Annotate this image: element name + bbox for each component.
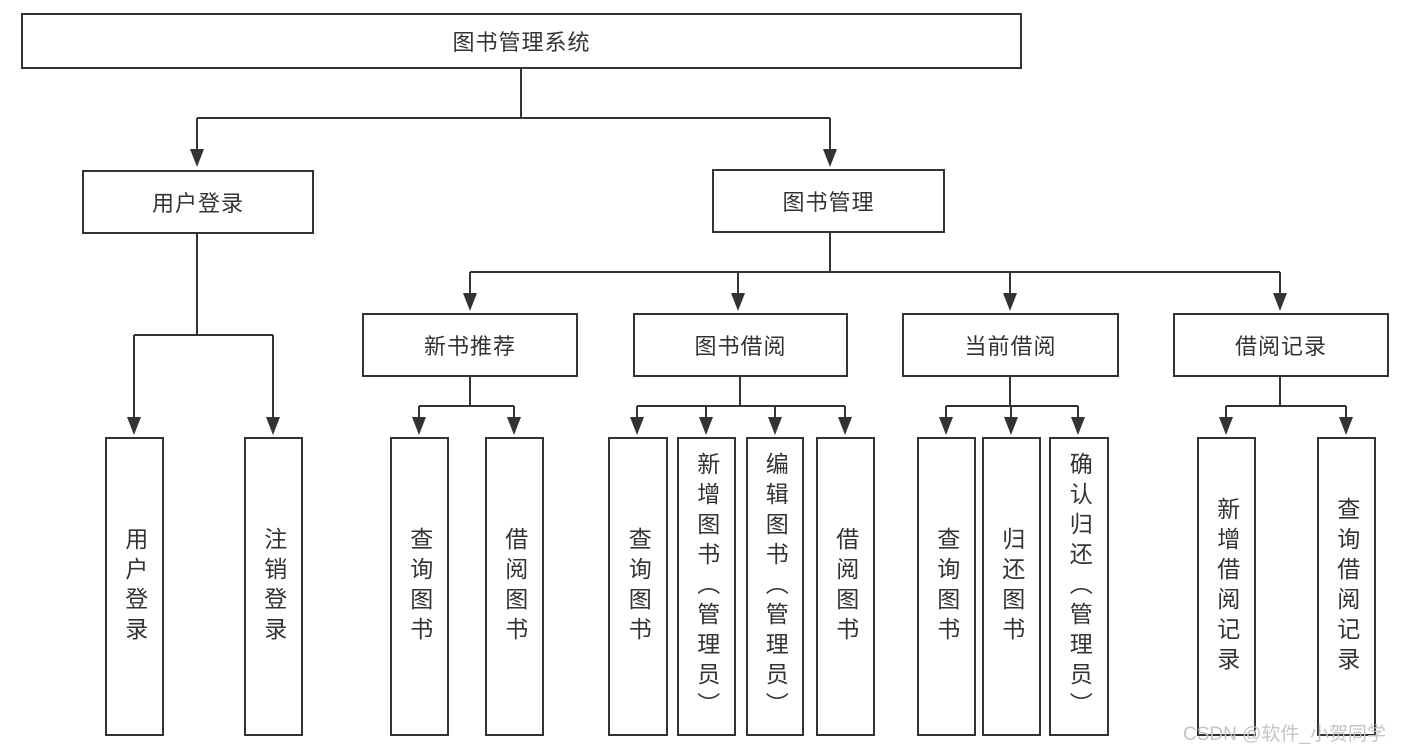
leaf-logout: 注销登录 xyxy=(244,437,303,736)
leaf-add-borrow-record: 新增借阅记录 xyxy=(1197,437,1256,736)
node-label: 新书推荐 xyxy=(423,334,516,359)
leaf-query-books-current: 查询图书 xyxy=(917,437,976,736)
node-label: 借阅图书 xyxy=(832,526,859,647)
leaf-user-login: 用户登录 xyxy=(105,437,164,736)
node-label: 当前借阅 xyxy=(964,334,1057,359)
leaf-query-books-recommend: 查询图书 xyxy=(390,437,449,736)
connector-paths xyxy=(133,68,1347,418)
node-book-borrow: 图书借阅 xyxy=(633,313,848,377)
leaf-query-borrow-record: 查询借阅记录 xyxy=(1317,437,1376,736)
node-label: 归还图书 xyxy=(998,526,1025,647)
leaf-edit-book-admin: 编辑图书（管理员） xyxy=(746,437,804,736)
node-label: 注销登录 xyxy=(260,526,287,647)
node-label: 借阅图书 xyxy=(501,526,528,647)
node-user-login: 用户登录 xyxy=(82,170,314,234)
node-label: 查询图书 xyxy=(625,526,652,647)
leaf-borrow-books: 借阅图书 xyxy=(816,437,875,736)
leaf-borrow-books-recommend: 借阅图书 xyxy=(485,437,544,736)
node-book-management: 图书管理 xyxy=(712,169,945,233)
node-label: 编辑图书（管理员） xyxy=(762,451,789,722)
node-label: 图书借阅 xyxy=(694,334,787,359)
node-borrow-records: 借阅记录 xyxy=(1173,313,1389,377)
node-label: 确认归还（管理员） xyxy=(1066,451,1093,722)
arrowheads xyxy=(127,149,1353,435)
leaf-confirm-return-admin: 确认归还（管理员） xyxy=(1049,437,1109,736)
leaf-query-books-borrow: 查询图书 xyxy=(608,437,668,736)
node-new-book-recommend: 新书推荐 xyxy=(362,313,578,377)
node-label: 图书管理 xyxy=(782,190,875,215)
node-label: 查询图书 xyxy=(406,526,433,647)
csdn-watermark: CSDN @软件_小贺同学 xyxy=(1183,724,1386,745)
node-current-borrow: 当前借阅 xyxy=(902,313,1119,377)
node-label: 新增借阅记录 xyxy=(1213,496,1240,677)
node-label: 用户登录 xyxy=(151,191,244,216)
leaf-add-book-admin: 新增图书（管理员） xyxy=(677,437,736,736)
node-label: 新增图书（管理员） xyxy=(693,451,720,722)
node-root: 图书管理系统 xyxy=(21,13,1022,69)
node-label: 用户登录 xyxy=(121,526,148,647)
node-label: 图书管理系统 xyxy=(452,30,591,55)
node-label: 查询图书 xyxy=(933,526,960,647)
node-label: 查询借阅记录 xyxy=(1333,496,1360,677)
leaf-return-book: 归还图书 xyxy=(982,437,1041,736)
node-label: 借阅记录 xyxy=(1234,334,1327,359)
